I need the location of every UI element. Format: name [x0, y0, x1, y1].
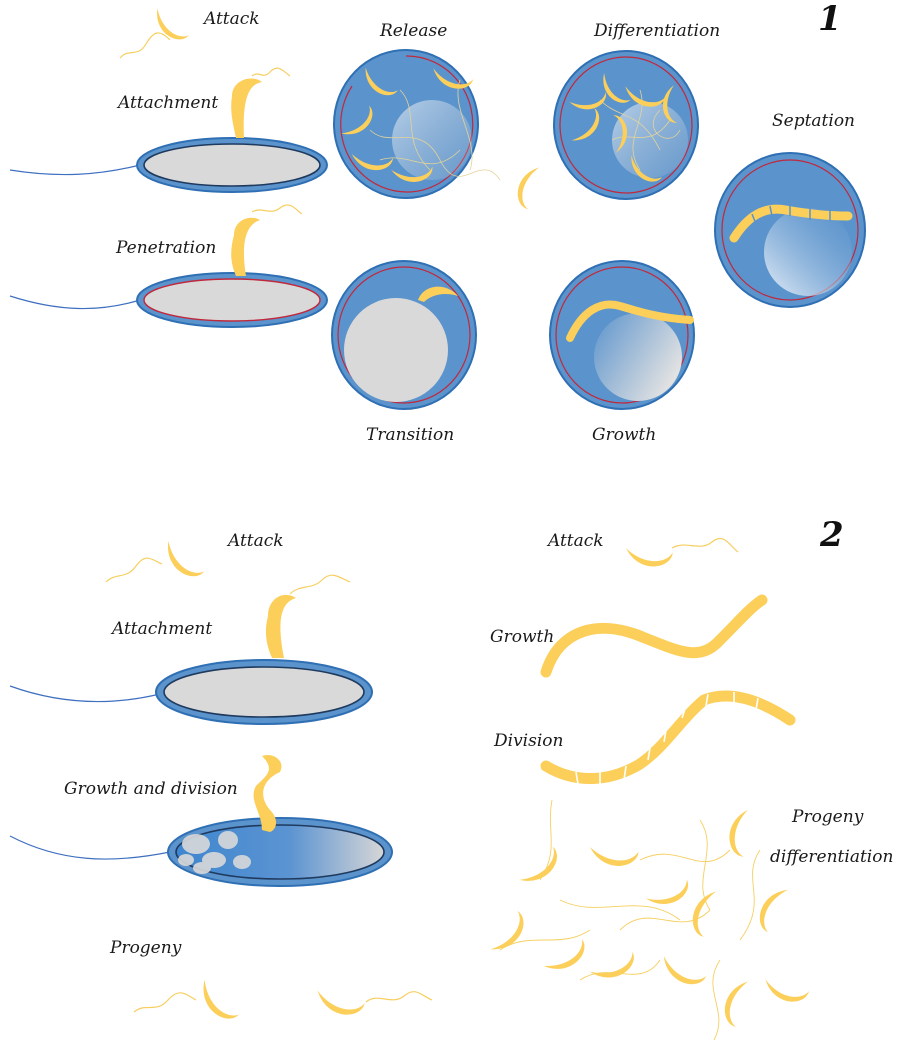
label-growth-2: Growth: [490, 627, 554, 647]
label-division: Division: [493, 731, 563, 751]
label-growth-and-division: Growth and division: [64, 779, 238, 799]
label-attachment-2: Attachment: [110, 619, 212, 639]
label-septation: Septation: [772, 111, 855, 131]
filament-growth: [546, 600, 762, 672]
bdelloplast-differentiation: [554, 51, 698, 199]
label-progeny: Progeny: [109, 938, 182, 958]
panel-number-2: 2: [819, 515, 844, 555]
prey-cell-attachment-2: [10, 575, 372, 724]
label-release: Release: [379, 21, 447, 41]
predator-attack-2-left: [106, 541, 209, 582]
bdelloplast-release: [334, 50, 546, 210]
bdelloplast-transition: [332, 261, 476, 409]
progeny-cells: [134, 980, 432, 1023]
prey-cell-penetration: [10, 205, 327, 327]
filament-division: [546, 692, 790, 786]
label-progeny-diff-line1: Progeny: [791, 807, 864, 827]
label-attack-2-right: Attack: [546, 531, 604, 551]
panel-1: Attack Attachment Penetration Release Di…: [10, 0, 865, 445]
predator-attack-1: [120, 8, 193, 58]
label-transition: Transition: [366, 425, 454, 445]
bdelloplast-septation: [715, 153, 865, 307]
bdelloplast-growth: [550, 261, 694, 409]
label-differentiation: Differentiation: [593, 21, 720, 41]
label-attachment-1: Attachment: [116, 93, 218, 113]
progeny-differentiation-cluster: [491, 800, 811, 1040]
prey-cell-attachment: [10, 68, 327, 192]
panel-number-1: 1: [818, 0, 842, 39]
predator-attack-2-right: [626, 534, 738, 575]
label-growth-1: Growth: [592, 425, 656, 445]
panel-2: Attack Attachment Growth and division Pr…: [10, 515, 893, 1040]
prey-cell-growth-division: [10, 755, 392, 886]
label-progeny-diff-line2: differentiation: [770, 847, 893, 867]
label-attack-1: Attack: [202, 9, 260, 29]
label-penetration: Penetration: [115, 238, 216, 258]
label-attack-2-left: Attack: [226, 531, 284, 551]
